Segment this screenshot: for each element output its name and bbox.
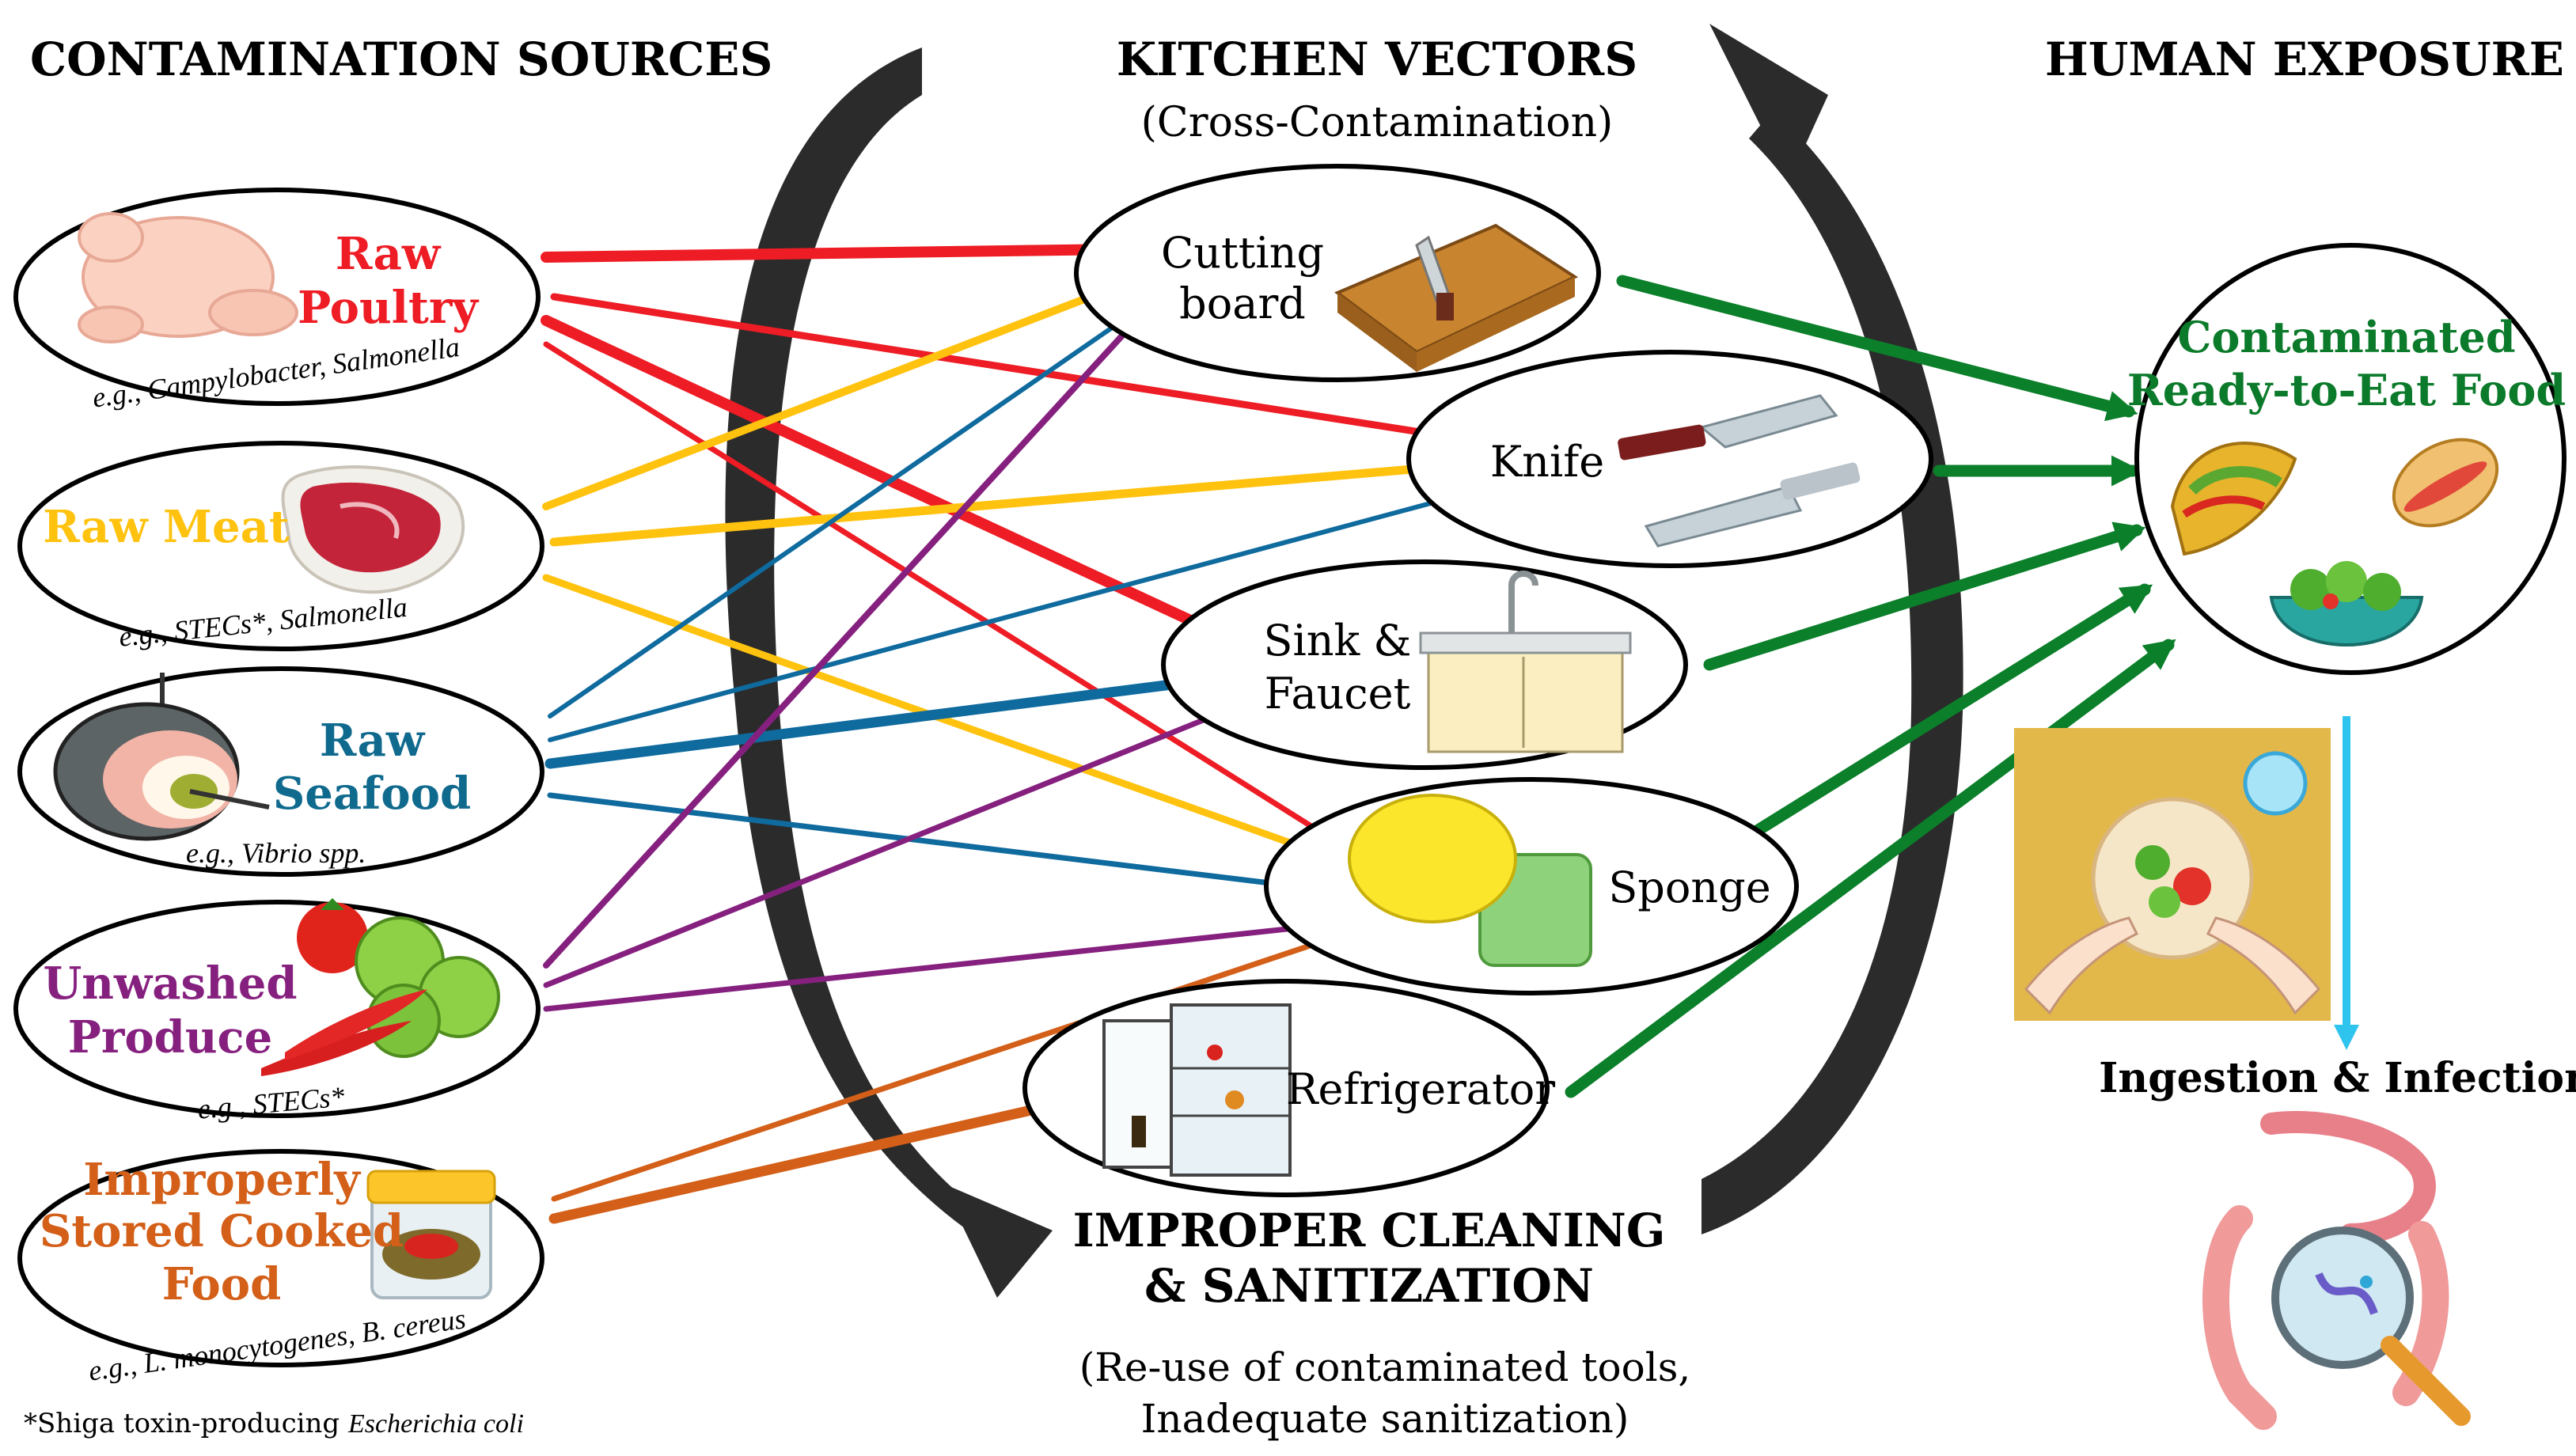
source-stored-food-label-1: Improperly xyxy=(83,1154,361,1206)
exposure-food: Contaminated Ready-to-Eat Food xyxy=(2127,243,2567,675)
arrow-produce-sponge xyxy=(543,914,1359,1012)
arrow-sink-food xyxy=(1703,521,2146,671)
knife-illustration xyxy=(1618,394,1861,548)
vector-refrigerator-label: Refrigerator xyxy=(1286,1064,1555,1114)
eating-illustration xyxy=(2014,728,2331,1021)
sponge-illustration xyxy=(1348,794,1592,967)
header-exposure: HUMAN EXPOSURE xyxy=(2045,32,2564,86)
footnote: *Shiga toxin-producing Escherichia coli xyxy=(24,1408,524,1439)
source-to-vector-arrows xyxy=(541,232,1453,1224)
arrow-cooked-sponge xyxy=(551,921,1375,1202)
vector-sponge-label: Sponge xyxy=(1608,863,1770,912)
cycle-arrow-left-head xyxy=(942,1183,1053,1298)
raw-meat-illustration xyxy=(281,465,465,594)
source-stored-food-label-3: Food xyxy=(162,1258,282,1310)
vector-sponge: Sponge xyxy=(1264,777,1799,995)
ready-to-eat-food-illustration xyxy=(2170,438,2499,646)
arrow-produce-cutting xyxy=(543,312,1144,969)
arrow-cooked-refrigerator xyxy=(548,1089,1087,1224)
arrow-produce-sink xyxy=(543,700,1248,988)
source-unwashed-produce: Unwashed Produce e.g., STECs* xyxy=(13,898,541,1125)
source-raw-poultry-label-2: Poultry xyxy=(298,282,479,334)
raw-poultry-illustration xyxy=(78,212,298,343)
source-raw-seafood-label-2: Seafood xyxy=(273,768,471,820)
header-sources: CONTAMINATION SOURCES xyxy=(30,32,772,86)
vector-sink-label-1: Sink & xyxy=(1264,616,1412,665)
header-vectors-subtitle: (Cross-Contamination) xyxy=(1141,99,1614,146)
cycle-arrow-right xyxy=(1702,111,1963,1234)
source-raw-meat-label: Raw Meat xyxy=(43,501,290,553)
arrow-seafood-sink xyxy=(544,662,1245,769)
source-improperly-stored-food: Improperly Stored Cooked Food e.g., L. m… xyxy=(17,1149,544,1387)
cleaning-title-1: IMPROPER CLEANING xyxy=(1073,1204,1666,1257)
vector-cutting-board-label-2: board xyxy=(1179,279,1306,328)
source-raw-meat: Raw Meat e.g., STECs*, Salmonella xyxy=(17,441,544,653)
cycle-arrow-left xyxy=(725,47,989,1234)
refrigerator-illustration xyxy=(1102,1003,1292,1177)
cleaning-subtitle-2: Inadequate sanitization) xyxy=(1141,1396,1629,1442)
cleaning-title-2: & SANITIZATION xyxy=(1144,1259,1594,1313)
produce-illustration xyxy=(261,898,500,1076)
intestine-illustration xyxy=(2202,1111,2471,1430)
vector-to-food-arrows xyxy=(1565,275,2176,1098)
arrow-cutting-food xyxy=(1616,275,2138,422)
arrow-seafood-knife xyxy=(548,494,1453,742)
cutting-board-illustration xyxy=(1334,223,1579,372)
vector-cutting-board-label-1: Cutting xyxy=(1161,228,1324,278)
arrow-seafood-cutting xyxy=(548,305,1144,719)
arrow-meat-knife xyxy=(549,454,1449,547)
source-unwashed-produce-label-2: Produce xyxy=(68,1011,273,1064)
arrow-refrigerator-food xyxy=(1565,639,2176,1098)
vector-knife: Knife xyxy=(1406,350,1933,568)
vector-cutting-board: Cutting board xyxy=(1074,164,1601,382)
cleaning-cycle-arrows xyxy=(725,24,1963,1298)
source-raw-poultry-label-1: Raw xyxy=(336,228,442,280)
arrow-sponge-food xyxy=(1751,583,2153,837)
ingestion-label: Ingestion & Infection xyxy=(2099,1054,2576,1102)
arrow-seafood-sponge xyxy=(547,792,1367,902)
exposure-food-label-1: Contaminated xyxy=(2177,312,2515,362)
raw-seafood-illustration xyxy=(53,673,270,841)
arrow-poultry-sponge xyxy=(543,341,1342,846)
source-raw-seafood: Raw Seafood e.g., Vibrio spp. xyxy=(17,666,544,877)
arrow-meat-cutting xyxy=(542,275,1140,510)
sink-illustration xyxy=(1419,571,1632,753)
cycle-arrow-right-head xyxy=(1709,24,1828,182)
vector-sink-label-2: Faucet xyxy=(1265,669,1411,719)
vector-knife-label: Knife xyxy=(1490,437,1604,487)
arrow-poultry-knife xyxy=(550,293,1447,445)
arrow-poultry-cutting xyxy=(541,232,1135,267)
cleaning-subtitle-1: (Re-use of contaminated tools, xyxy=(1079,1344,1691,1390)
source-stored-food-label-2: Stored Cooked xyxy=(40,1205,404,1257)
exposure-food-label-2: Ready-to-Eat Food xyxy=(2127,365,2566,415)
vector-refrigerator: Refrigerator xyxy=(1022,979,1555,1197)
source-raw-poultry: Raw Poultry e.g., Campylobacter, Salmone… xyxy=(13,188,541,414)
source-unwashed-produce-label-1: Unwashed xyxy=(43,957,297,1010)
vector-sink-faucet: Sink & Faucet xyxy=(1161,559,1688,770)
stored-food-container-illustration xyxy=(366,1170,496,1299)
source-raw-seafood-example: e.g., Vibrio spp. xyxy=(186,837,366,869)
source-raw-seafood-label-1: Raw xyxy=(320,715,426,767)
header-vectors: KITCHEN VECTORS xyxy=(1117,32,1637,86)
